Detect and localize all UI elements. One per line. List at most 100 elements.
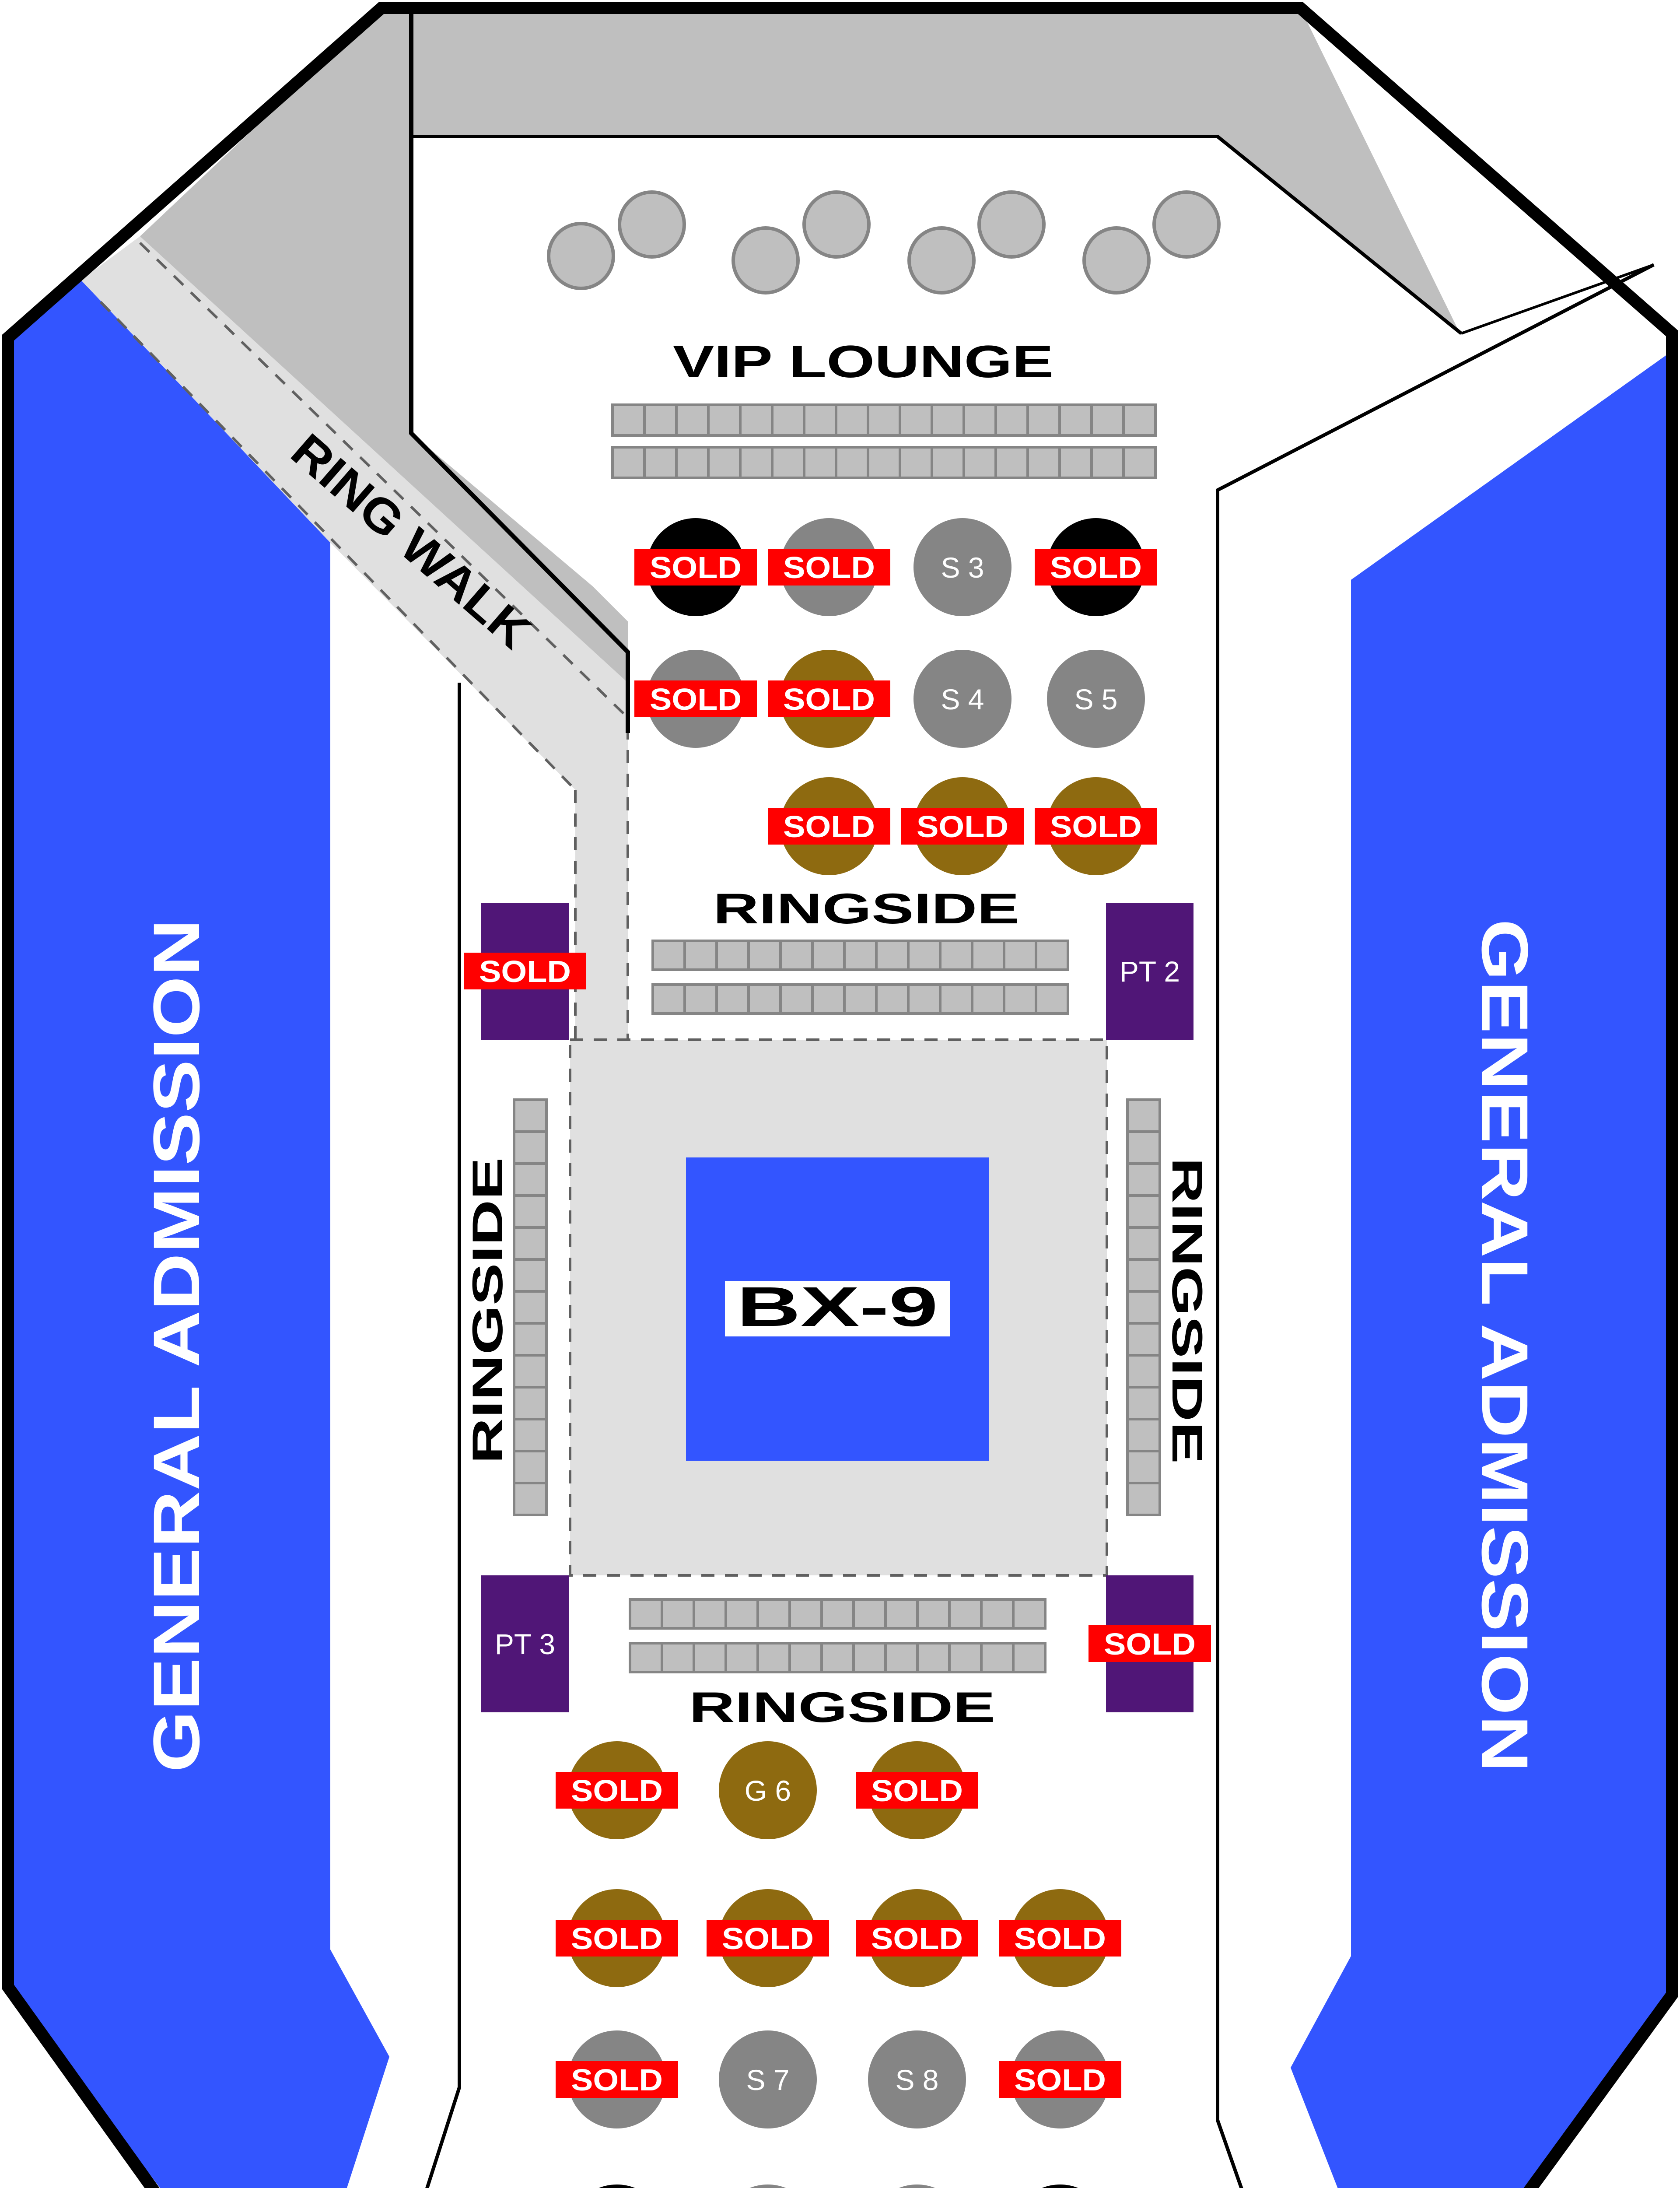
seat[interactable] <box>1035 983 1069 1015</box>
seat[interactable] <box>835 446 869 479</box>
seat[interactable] <box>948 1642 983 1673</box>
seat[interactable] <box>739 446 774 479</box>
bottom-table-12[interactable]: ST 3 <box>568 2184 666 2188</box>
seat[interactable] <box>643 403 678 437</box>
seat[interactable] <box>971 940 1005 971</box>
top-table-11[interactable]: SOLD <box>1035 777 1157 875</box>
seat[interactable] <box>867 446 901 479</box>
top-table-10[interactable]: SOLD <box>901 777 1024 875</box>
top-table-3[interactable]: S 3 <box>914 518 1012 616</box>
seat[interactable] <box>513 1226 548 1261</box>
seat[interactable] <box>948 1598 983 1630</box>
seat[interactable] <box>643 446 678 479</box>
bottom-table-9[interactable]: S 7 <box>719 2030 817 2128</box>
private-table-3[interactable]: PT 3 <box>481 1575 569 1712</box>
seat[interactable] <box>1126 1130 1161 1165</box>
seat[interactable] <box>1090 403 1125 437</box>
top-table-7[interactable]: S 4 <box>914 650 1012 748</box>
seat[interactable] <box>811 940 846 971</box>
top-table-2[interactable]: SOLD <box>768 518 890 616</box>
seat[interactable] <box>875 983 910 1015</box>
seat[interactable] <box>994 446 1029 479</box>
seat[interactable] <box>803 403 837 437</box>
seat[interactable] <box>611 446 646 479</box>
seat[interactable] <box>994 403 1029 437</box>
seat[interactable] <box>916 1598 951 1630</box>
seat[interactable] <box>513 1194 548 1229</box>
bottom-table-5[interactable]: SOLD <box>707 1889 829 1987</box>
seat[interactable] <box>875 940 910 971</box>
seat[interactable] <box>1026 446 1061 479</box>
seat[interactable] <box>1126 1258 1161 1293</box>
private-table-2[interactable]: PT 2 <box>1106 903 1194 1040</box>
bottom-table-11[interactable]: SOLD <box>999 2030 1121 2128</box>
seat[interactable] <box>513 1098 548 1133</box>
private-table-4[interactable]: SOLD <box>1088 1575 1211 1712</box>
seat[interactable] <box>739 403 774 437</box>
ga-right-area[interactable] <box>1291 351 1672 2188</box>
seat[interactable] <box>931 446 965 479</box>
seat[interactable] <box>1126 1162 1161 1197</box>
seat[interactable] <box>771 403 805 437</box>
seat[interactable] <box>629 1598 663 1630</box>
seat[interactable] <box>1126 1386 1161 1420</box>
seat[interactable] <box>1126 1226 1161 1261</box>
bottom-table-1[interactable]: SOLD <box>556 1741 678 1839</box>
seat[interactable] <box>513 1322 548 1357</box>
seat[interactable] <box>939 940 973 971</box>
seat[interactable] <box>683 940 718 971</box>
ga-left-area[interactable] <box>8 280 389 2188</box>
seat[interactable] <box>513 1290 548 1325</box>
seat[interactable] <box>788 1642 823 1673</box>
seat[interactable] <box>1003 940 1037 971</box>
seat[interactable] <box>1126 1482 1161 1516</box>
seat[interactable] <box>867 403 901 437</box>
bottom-table-15[interactable]: SOLD <box>999 2184 1121 2188</box>
seat[interactable] <box>1090 446 1125 479</box>
seat[interactable] <box>907 940 942 971</box>
bottom-table-6[interactable]: SOLD <box>856 1889 978 1987</box>
seat[interactable] <box>513 1130 548 1165</box>
seat[interactable] <box>1126 1194 1161 1229</box>
seat[interactable] <box>899 446 933 479</box>
seat[interactable] <box>1122 446 1157 479</box>
seat[interactable] <box>724 1642 759 1673</box>
seat[interactable] <box>651 940 686 971</box>
bottom-table-10[interactable]: S 8 <box>868 2030 966 2128</box>
seat[interactable] <box>835 403 869 437</box>
seat[interactable] <box>803 446 837 479</box>
seat[interactable] <box>1003 983 1037 1015</box>
bottom-table-7[interactable]: SOLD <box>999 1889 1121 1987</box>
bottom-table-13[interactable]: S 10 <box>719 2184 817 2188</box>
seat[interactable] <box>611 403 646 437</box>
top-table-4[interactable]: SOLD <box>1035 518 1157 616</box>
seat[interactable] <box>661 1598 695 1630</box>
seat[interactable] <box>675 403 710 437</box>
seat[interactable] <box>747 983 782 1015</box>
seat[interactable] <box>1058 446 1093 479</box>
seat[interactable] <box>513 1418 548 1452</box>
seat[interactable] <box>771 446 805 479</box>
seat[interactable] <box>1122 403 1157 437</box>
seat[interactable] <box>843 940 878 971</box>
seat[interactable] <box>852 1642 887 1673</box>
seat[interactable] <box>971 983 1005 1015</box>
seat[interactable] <box>1126 1418 1161 1452</box>
seat[interactable] <box>1012 1642 1046 1673</box>
top-table-6[interactable]: SOLD <box>768 650 890 748</box>
seat[interactable] <box>1126 1290 1161 1325</box>
seat[interactable] <box>693 1598 727 1630</box>
top-table-9[interactable]: SOLD <box>768 777 890 875</box>
seat[interactable] <box>811 983 846 1015</box>
bottom-table-2[interactable]: G 6 <box>719 1741 817 1839</box>
top-table-5[interactable]: SOLD <box>634 650 757 748</box>
seat[interactable] <box>820 1598 855 1630</box>
seat[interactable] <box>693 1642 727 1673</box>
seat[interactable] <box>715 983 750 1015</box>
seat[interactable] <box>899 403 933 437</box>
seat[interactable] <box>707 403 742 437</box>
private-table-1[interactable]: SOLD <box>464 903 586 1040</box>
seat[interactable] <box>980 1598 1015 1630</box>
bottom-table-8[interactable]: SOLD <box>556 2030 678 2128</box>
seat[interactable] <box>724 1598 759 1630</box>
